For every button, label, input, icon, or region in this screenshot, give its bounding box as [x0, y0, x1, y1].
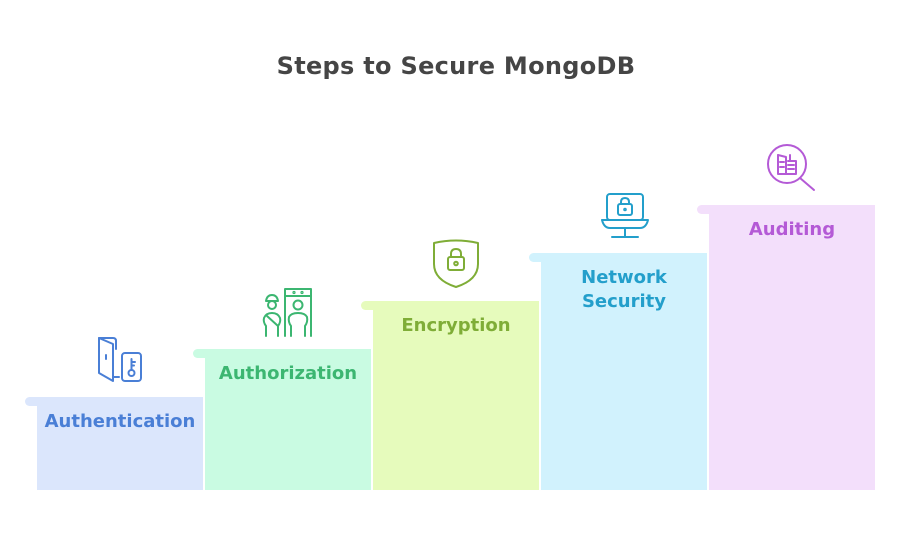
diagram-title: Steps to Secure MongoDB — [276, 52, 636, 80]
step-body — [373, 301, 539, 490]
step-body — [37, 397, 203, 490]
step-label: Authentication — [44, 411, 196, 432]
step-authorization: Authorization — [193, 349, 371, 490]
step-label-line: Security — [581, 291, 667, 312]
security-guard-scanner-icon — [260, 286, 316, 338]
step-label: Authorization — [218, 363, 358, 384]
step-label: Encryption — [401, 315, 511, 336]
step-label: Network Security — [541, 266, 707, 314]
step-body — [709, 205, 875, 490]
shield-lock-icon — [431, 238, 481, 290]
magnifier-document-icon — [766, 143, 818, 193]
step-body — [205, 349, 371, 490]
door-key-icon — [95, 335, 145, 385]
step-body — [541, 253, 707, 490]
laptop-lock-icon — [600, 192, 650, 240]
step-auditing: Auditing — [697, 205, 875, 490]
step-label: Auditing — [748, 219, 836, 240]
step-network-security: Network Security — [529, 253, 707, 490]
step-authentication: Authentication — [25, 397, 203, 490]
step-label-line: Network — [581, 267, 667, 288]
step-encryption: Encryption — [361, 301, 539, 490]
